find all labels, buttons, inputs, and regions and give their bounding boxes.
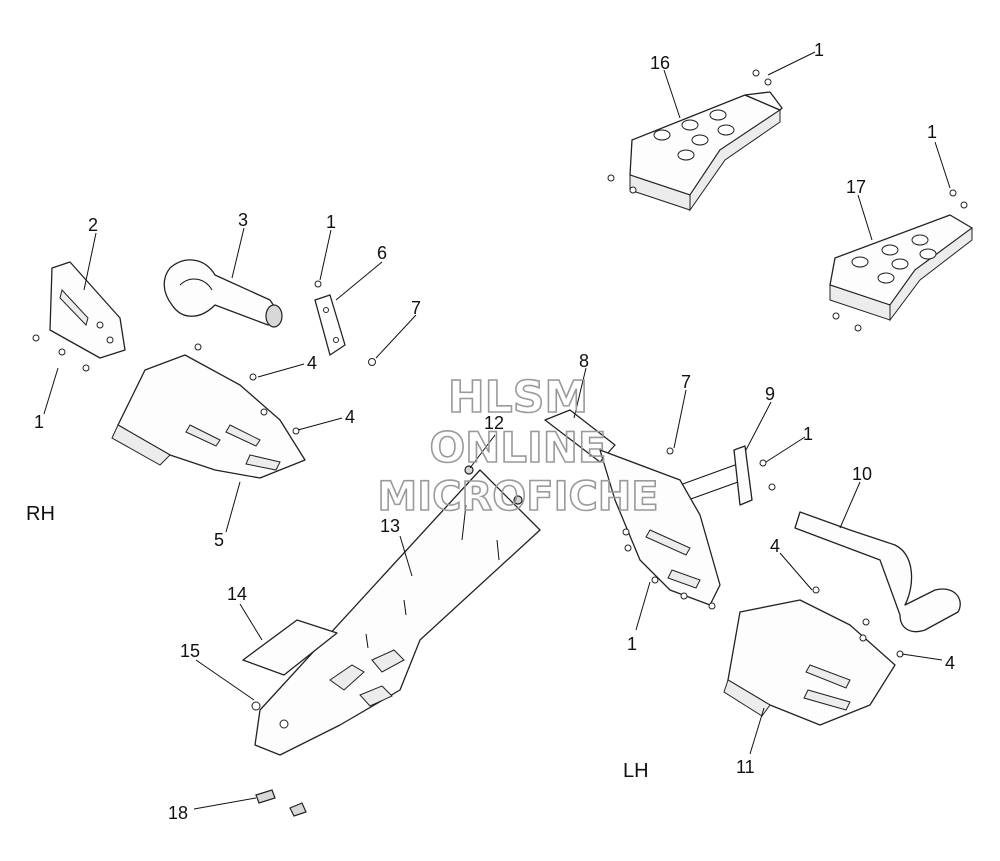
callout-6: 6: [377, 243, 387, 263]
callout-16: 16: [650, 53, 670, 73]
side-label-lh: LH: [623, 760, 649, 782]
callout-12: 12: [484, 413, 504, 433]
part-3-rh-exhaust-tube: [163, 259, 283, 328]
callout-11: 11: [736, 757, 755, 777]
watermark-line-3: MICROFICHE: [377, 474, 658, 520]
part-5-rh-heat-shield: [111, 343, 306, 479]
part-2-rh-bracket: [49, 261, 126, 359]
part-17-footrest-plate: [829, 214, 973, 322]
callout-7: 7: [411, 298, 421, 318]
callout-1: 1: [803, 424, 813, 444]
part-8-lh-mount-bracket: [544, 409, 616, 463]
callout-1: 1: [34, 412, 44, 432]
part-11-lh-heat-shield: [723, 586, 904, 726]
part-15-fasteners: [251, 701, 289, 729]
part-16-fasteners: [607, 69, 772, 194]
callout-3: 3: [238, 210, 248, 230]
lh-side-bracket: [599, 449, 721, 610]
callout-10: 10: [852, 464, 872, 484]
part-9-lh-plate: [666, 445, 776, 506]
callout-4: 4: [345, 407, 355, 427]
callout-4: 4: [307, 353, 317, 373]
callout-1: 1: [927, 122, 937, 142]
part-10-lh-exhaust-tube: [794, 511, 961, 633]
callout-2: 2: [88, 215, 98, 235]
part-6-rh-mount-plate: [314, 280, 376, 366]
callout-labels: 16 1 1 17 2 3 1 6 7 4 4 1 5 8 12 7 9 1 1…: [34, 40, 955, 823]
part-17-fasteners: [832, 189, 968, 332]
callout-13: 13: [380, 516, 400, 536]
part-14-decal: [242, 619, 338, 676]
part-18-clips: [255, 789, 307, 817]
callout-4: 4: [945, 653, 955, 673]
callout-5: 5: [214, 530, 224, 550]
watermark-line-2: ONLINE: [429, 423, 606, 472]
callout-9: 9: [765, 384, 775, 404]
watermark-line-1: HLSM: [448, 372, 588, 423]
watermark: HLSM ONLINE MICROFICHE: [377, 371, 660, 521]
part-16-footrest-plate: [629, 91, 783, 212]
callout-4: 4: [770, 536, 780, 556]
leader-lines: [43, 51, 951, 810]
callout-1: 1: [627, 634, 637, 654]
side-label-rh: RH: [26, 503, 55, 525]
callout-17: 17: [846, 177, 866, 197]
part-2-fasteners: [32, 334, 90, 372]
callout-14: 14: [227, 584, 247, 604]
callout-7: 7: [681, 372, 691, 392]
callout-18: 18: [168, 803, 188, 823]
callout-1: 1: [326, 212, 336, 232]
callout-15: 15: [180, 641, 200, 661]
callout-1: 1: [814, 40, 824, 60]
callout-8: 8: [579, 351, 589, 371]
part-13-floorboard: [254, 465, 541, 756]
